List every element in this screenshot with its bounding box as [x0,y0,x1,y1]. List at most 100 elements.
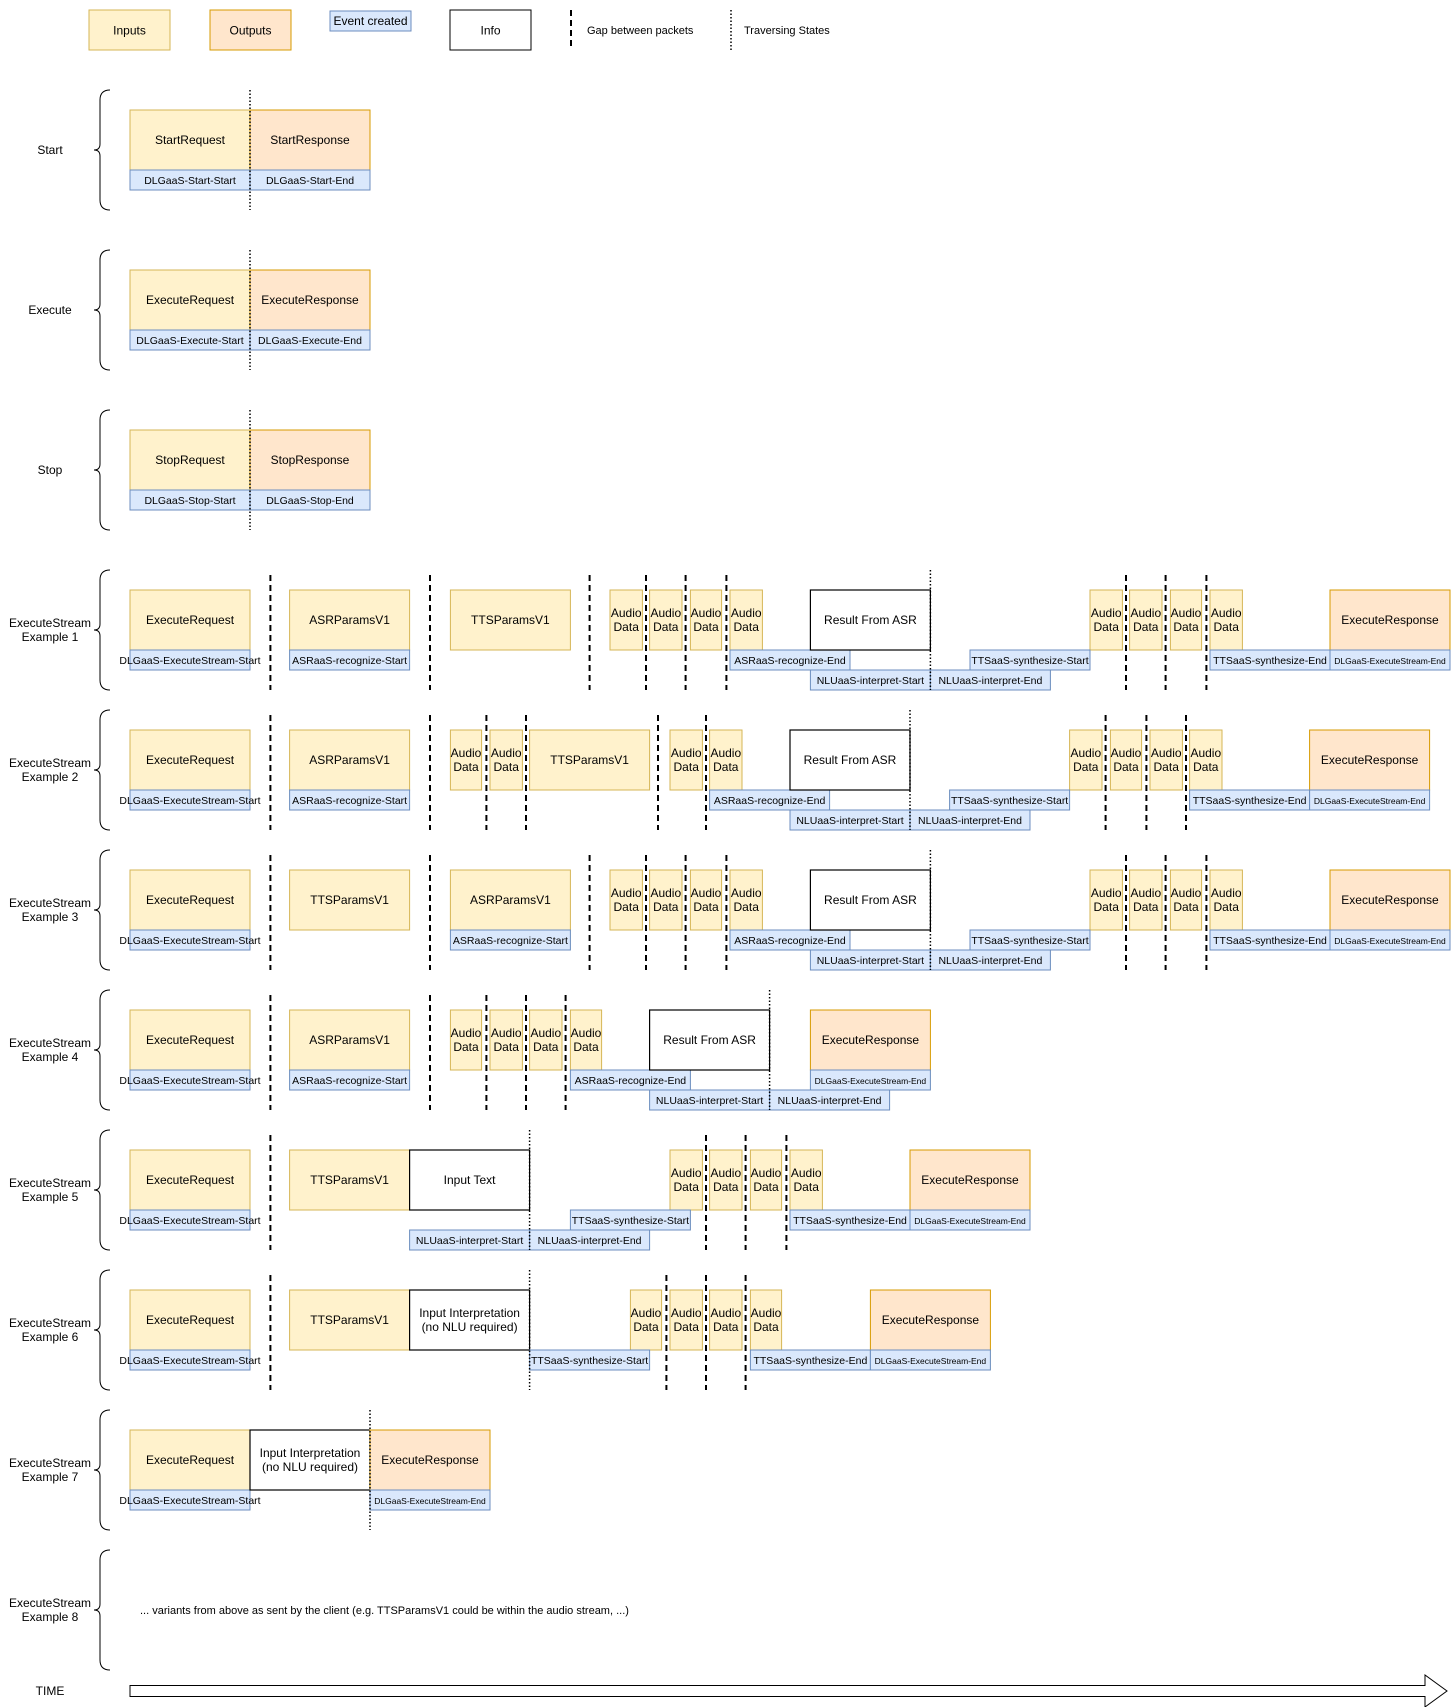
input-packet-label: ASRParamsV1 [470,893,551,907]
audio-data-packet [729,869,763,931]
event-label: NLUaaS-interpret-Start [416,1235,523,1247]
input-packet-label: TTSParamsV1 [310,893,389,907]
output-packet [1309,729,1431,791]
event-box [129,1209,251,1231]
event-box [129,1349,251,1371]
info-box-label: Input Interpretation(no NLU required) [260,1446,361,1474]
event-label: DLGaaS-ExecuteStream-End [1334,656,1446,666]
legend-traverse: Traversing States [730,10,830,50]
event-label: TTSaaS-synthesize-Start [572,1215,689,1227]
event-box [129,1489,251,1511]
event-label: DLGaaS-ExecuteStream-Start [119,655,260,667]
info-box [648,1009,771,1071]
input-packet [289,1289,411,1351]
event-box [1309,789,1431,811]
event-label: DLGaaS-ExecuteStream-End [374,1496,486,1506]
info-box [809,869,932,931]
event-label: NLUaaS-interpret-End [778,1095,882,1107]
output-packet-label: ExecuteResponse [261,293,359,307]
event-label: NLUaaS-interpret-End [918,815,1022,827]
audio-data-packet [749,1289,783,1351]
input-packet [529,729,651,791]
event-box [289,1069,411,1091]
input-packet [129,1149,251,1211]
info-box-label: Result From ASR [824,613,917,627]
event-label: DLGaaS-Start-Start [144,175,236,187]
event-label: TTSaaS-synthesize-End [1213,655,1327,667]
event-box [529,1349,651,1371]
row-brace [93,249,111,371]
legend-event-label: Event created [333,14,407,28]
event-box [289,789,411,811]
input-packet-label: ExecuteRequest [146,1313,235,1327]
time-axis: TIME [36,1674,1448,1707]
audio-data-packet [1089,589,1123,651]
input-packet-label: ExecuteRequest [146,1173,235,1187]
event-box [289,649,411,671]
audio-data-packet [489,729,523,791]
event-label: DLGaaS-Stop-End [266,495,354,507]
legend-info-label: Info [480,24,500,38]
row-brace [93,1129,111,1251]
input-packet [129,589,251,651]
input-packet-label: ExecuteRequest [146,753,235,767]
variant-note: ... variants from above as sent by the c… [140,1605,629,1617]
event-label: ASRaaS-recognize-End [734,655,846,667]
input-packet [129,1289,251,1351]
row-label: Start [37,143,63,157]
event-label: TTSaaS-synthesize-End [753,1355,867,1367]
audio-data-packet [649,589,683,651]
event-label: DLGaaS-Stop-Start [144,495,235,507]
event-box [909,1209,1031,1231]
audio-data-packet [609,589,643,651]
audio-data-packet [669,1289,703,1351]
legend-traverse-label: Traversing States [744,25,830,37]
event-box [869,1349,991,1371]
audio-data-packet [449,729,483,791]
event-box [249,329,371,351]
output-packet-label: ExecuteResponse [1341,613,1439,627]
event-label: ASRaaS-recognize-End [714,795,826,807]
info-box [789,729,911,791]
input-packet [289,869,411,931]
event-label: DLGaaS-ExecuteStream-Start [119,1355,260,1367]
audio-data-packet [449,1009,483,1071]
event-label: DLGaaS-ExecuteStream-Start [119,935,260,947]
event-box [129,789,251,811]
input-packet-label: TTSParamsV1 [550,753,629,767]
audio-data-packet [1149,729,1183,791]
event-box [249,489,371,511]
row-brace [93,989,111,1111]
output-packet-label: ExecuteResponse [882,1313,980,1327]
event-label: DLGaaS-Start-End [266,175,354,187]
input-packet [449,589,571,651]
event-box [729,649,851,671]
diagram-rows: StartStartRequestDLGaaS-Start-StartStart… [9,89,1451,1671]
event-box [249,169,371,191]
event-label: NLUaaS-interpret-Start [796,815,903,827]
input-packet-label: TTSParamsV1 [471,613,550,627]
input-packet [289,729,411,791]
input-packet-label: ASRParamsV1 [309,753,390,767]
event-label: ASRaaS-recognize-End [575,1075,687,1087]
event-label: DLGaaS-Execute-Start [136,335,243,347]
output-packet [1329,869,1451,931]
audio-data-packet [709,729,743,791]
input-packet-label: ExecuteRequest [146,1453,235,1467]
event-label: DLGaaS-ExecuteStream-End [1314,796,1426,806]
